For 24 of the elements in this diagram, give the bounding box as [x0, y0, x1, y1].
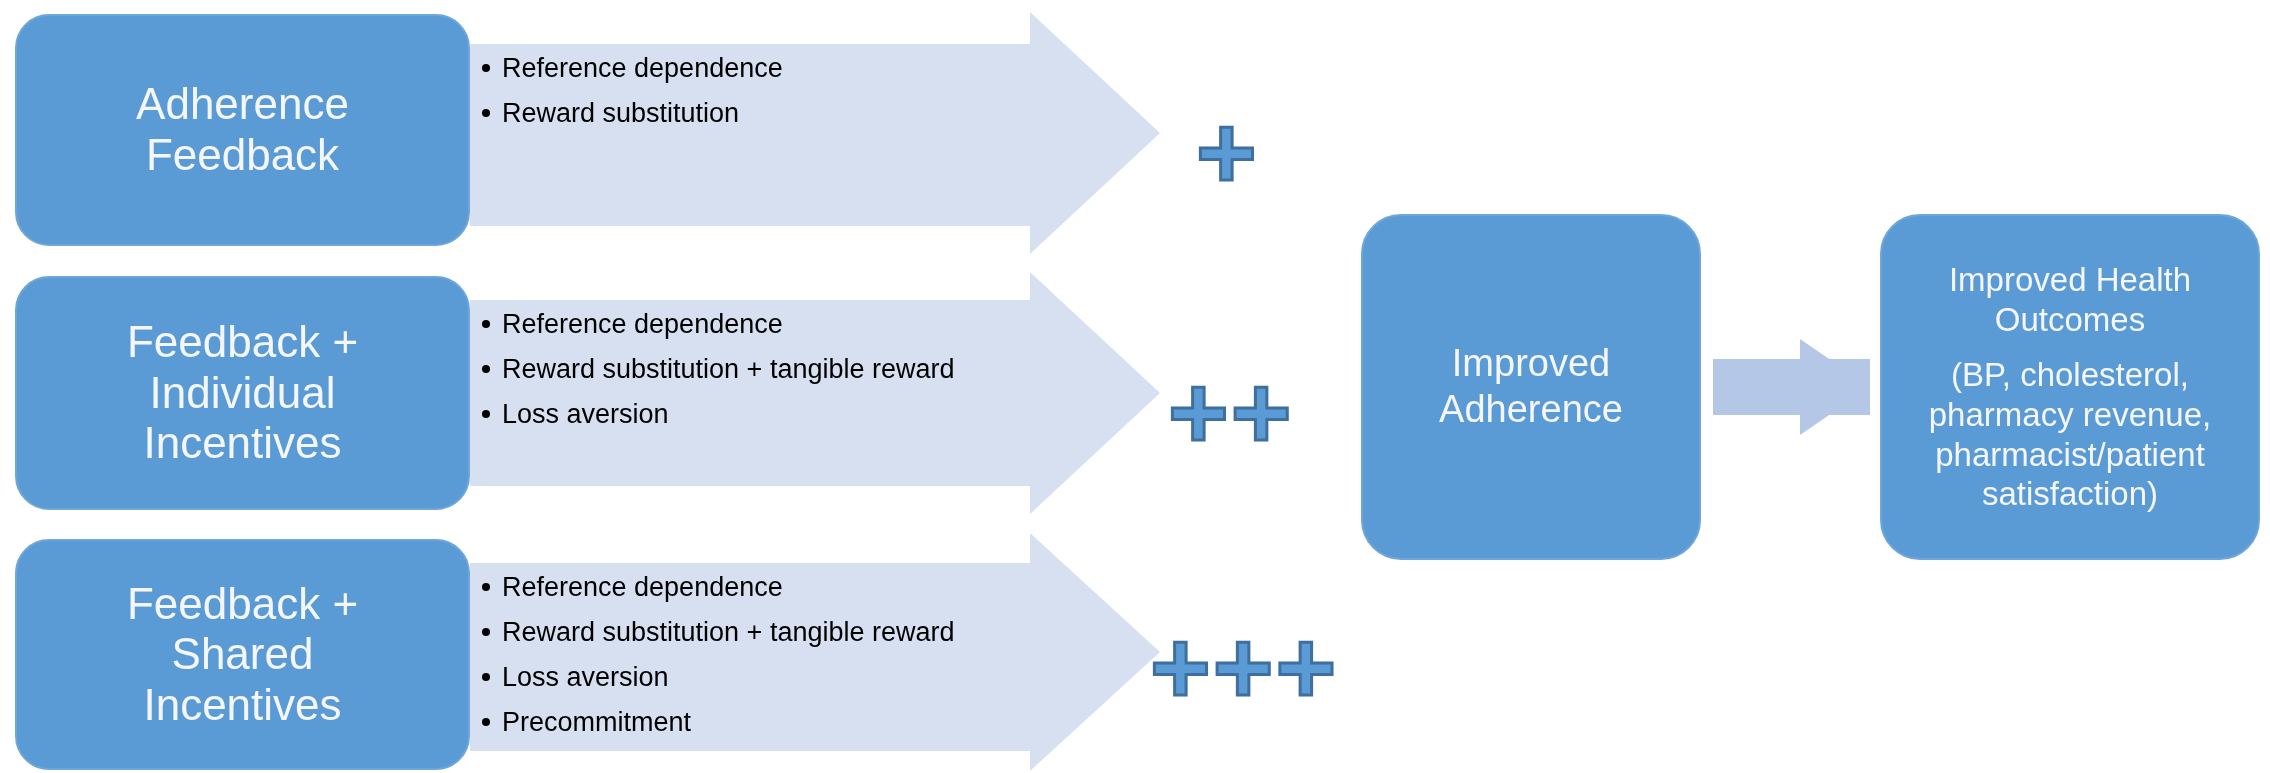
rounded-box [15, 276, 470, 510]
box-title: Improved Health Outcomes [1947, 260, 2193, 340]
rounded-box [15, 14, 470, 246]
bullet-text: Reference dependence [502, 571, 783, 604]
bullet-text: Precommitment [502, 706, 692, 739]
box-title: Feedback + Individual Incentives [125, 317, 360, 469]
plus-sign: + [1196, 100, 1259, 204]
box-detail: (BP, cholesterol, pharmacy revenue, pharmacist/patient satisfaction) [1927, 355, 2213, 514]
bullet-text: Reference dependence [502, 308, 783, 341]
box-title: Adherence Feedback [135, 79, 350, 181]
rounded-box [15, 539, 470, 770]
bullet-text: Reference dependence [502, 52, 783, 85]
box-title: Feedback + Shared Incentives [125, 578, 360, 731]
bullet-text: Reward substitution [502, 97, 740, 130]
rounded-box [1361, 214, 1701, 560]
bullet-text: Loss aversion [502, 661, 669, 694]
bullet-text: Reward substitution + tangible reward [502, 353, 955, 386]
box-title: Improved Adherence [1438, 341, 1624, 432]
thick-arrow [1713, 339, 1870, 435]
rounded-box [1880, 214, 2260, 560]
bullet-text: Loss aversion [502, 398, 669, 431]
bullet-text: Reward substitution + tangible reward [502, 616, 955, 649]
plus-sign: ++ [1168, 360, 1294, 464]
plus-sign: +++ [1150, 615, 1339, 719]
